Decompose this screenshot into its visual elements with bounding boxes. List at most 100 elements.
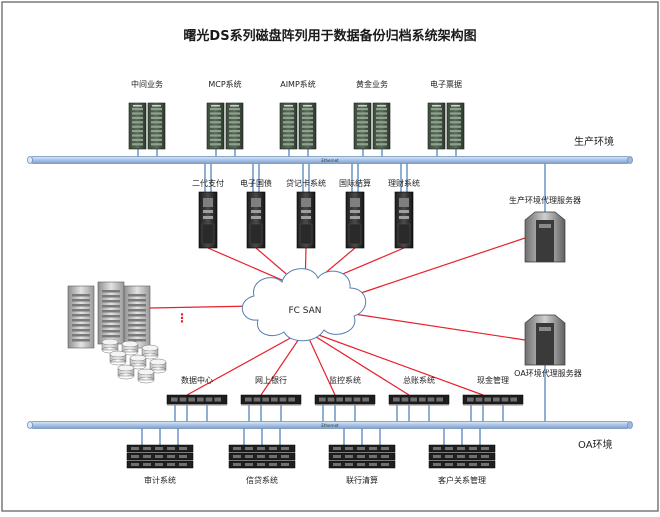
tower-server [296, 191, 316, 249]
disk-top [117, 364, 135, 372]
oa-unit-drive [345, 447, 353, 450]
rack-slot [210, 138, 221, 141]
rack-unit-drive [179, 397, 187, 402]
production-server [128, 102, 166, 150]
oa-unit-drive [333, 463, 341, 466]
rack-unit-rail [463, 404, 523, 406]
rack-unit-drive [253, 397, 261, 402]
rack-server-label: 监控系统 [329, 375, 361, 385]
rack-slot [229, 143, 240, 146]
rack-slot [151, 138, 162, 141]
rack-slot [431, 125, 442, 128]
tower-server-label: 国际结算 [339, 178, 371, 188]
proxy-label-oa: OA环境代理服务器 [514, 368, 582, 378]
storage-slot [72, 294, 90, 297]
storage-slot [128, 319, 146, 322]
oa-unit-drive [433, 463, 441, 466]
oa-unit-drive [445, 455, 453, 458]
rack-vent [211, 105, 220, 107]
fc-link-rack [304, 329, 410, 396]
rack-slot [450, 143, 461, 146]
storage-slot [128, 334, 146, 337]
oa-unit-drive [143, 447, 151, 450]
oa-unit-drive [167, 447, 175, 450]
rack-slot [229, 116, 240, 119]
rack-slot [283, 125, 294, 128]
rack-slot [132, 125, 143, 128]
rack-unit-drive [205, 397, 213, 402]
rack-slot [132, 112, 143, 115]
storage-slot [72, 299, 90, 302]
storage-slot [72, 329, 90, 332]
rack-slot [132, 108, 143, 111]
rack-slot [376, 108, 387, 111]
oa-unit-drive [481, 463, 489, 466]
rack-vent [284, 105, 293, 107]
rack-slot [132, 134, 143, 137]
fc-link-rack [304, 329, 336, 396]
oa-unit-drive [357, 455, 365, 458]
oa-unit-drive [281, 463, 289, 466]
rack-slot [450, 108, 461, 111]
disk-top [129, 354, 147, 362]
oa-backbone: Ethernet [27, 421, 633, 429]
tower-drive [203, 210, 213, 213]
rack-slot [376, 130, 387, 133]
tower-server-label: 二代支付 [192, 178, 224, 188]
oa-unit-drive [457, 463, 465, 466]
disk-bottom [117, 372, 135, 380]
rack-slot [151, 125, 162, 128]
rack-unit-drive [279, 397, 287, 402]
oa-server-label: 客户关系管理 [438, 475, 486, 485]
oa-server [328, 444, 396, 469]
rack-vent [303, 105, 312, 107]
storage-slot [102, 300, 120, 303]
storage-slot [102, 320, 120, 323]
tower-bay [203, 198, 213, 207]
fc-san-label: FC SAN [288, 306, 321, 316]
rack-slot [229, 134, 240, 137]
tower-bay [399, 198, 409, 207]
oa-unit-drive [257, 463, 265, 466]
storage-slot [72, 334, 90, 337]
oa-server-label: 联行清算 [346, 475, 378, 485]
rack-server [314, 394, 376, 406]
oa-unit-drive [269, 447, 277, 450]
tower-drive [399, 210, 409, 213]
proxy-front [536, 323, 554, 365]
rack-slot [151, 108, 162, 111]
zone-label-oa: OA环境 [578, 438, 613, 451]
disk-top [149, 358, 167, 366]
rack-slot [210, 143, 221, 146]
rack-unit-drive [245, 397, 252, 402]
tower-drive [203, 216, 213, 219]
oa-unit-drive [257, 455, 265, 458]
tower-server-label: 贷记卡系统 [286, 178, 326, 188]
rack-slot [229, 138, 240, 141]
storage-slot [128, 304, 146, 307]
oa-unit-drive [345, 463, 353, 466]
rack-server [388, 394, 450, 406]
tower-grille [397, 223, 411, 245]
storage-slot [102, 305, 120, 308]
network-links [137, 149, 546, 445]
rack-slot [283, 112, 294, 115]
rack-unit-drive [353, 397, 361, 402]
oa-unit-drive [457, 447, 465, 450]
rack-vent [377, 105, 386, 107]
rack-unit-drive [484, 397, 491, 402]
rack-slot [210, 125, 221, 128]
rack-server [240, 394, 302, 406]
rack-unit-drive [475, 397, 483, 402]
tower-drive [350, 216, 360, 219]
rack-slot [229, 108, 240, 111]
rack-unit-drive [214, 397, 221, 402]
production-server [279, 102, 317, 150]
rack-slot [357, 116, 368, 119]
rack-slot [210, 116, 221, 119]
production-server-label: 黄金业务 [356, 79, 388, 89]
storage-array [67, 281, 167, 384]
